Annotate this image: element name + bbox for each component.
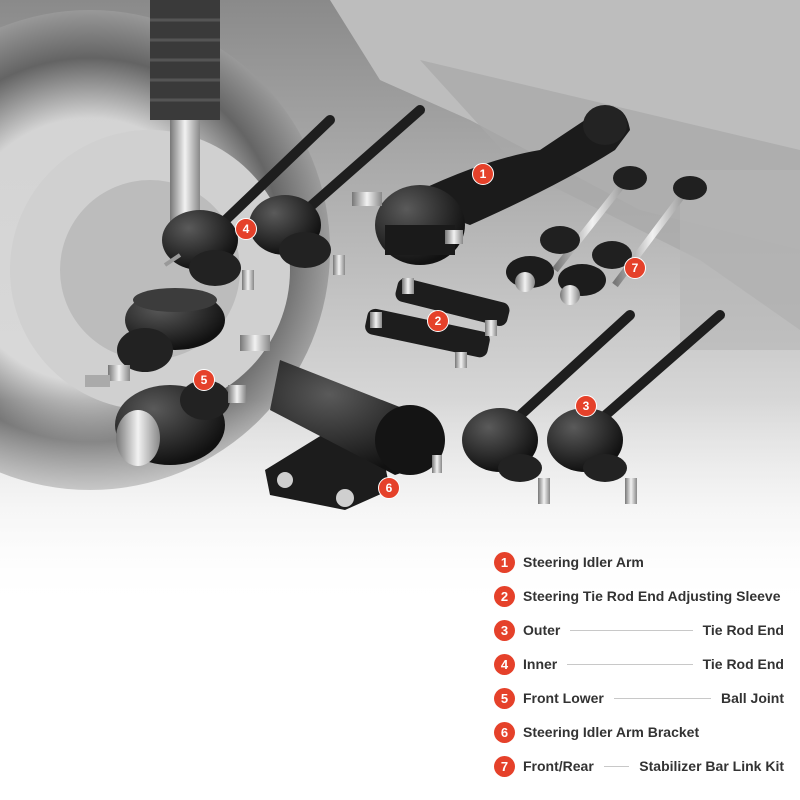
legend-label: Steering Idler Arm Bracket [523, 724, 700, 740]
legend-item-5: 5 Front Lower Ball Joint [494, 686, 784, 710]
legend-label-left: Inner [523, 656, 558, 672]
outer-tie-rod-end-right [547, 310, 725, 504]
legend-label-right: Ball Joint [720, 690, 784, 706]
legend-item-7: 7 Front/Rear Stabilizer Bar Link Kit [494, 754, 784, 778]
legend-divider [567, 663, 693, 665]
steering-idler-arm [352, 105, 630, 265]
callout-2: 2 [427, 310, 449, 332]
front-lower-ball-joint-top [85, 288, 225, 387]
callout-6: 6 [378, 477, 400, 499]
legend-badge: 3 [494, 619, 515, 641]
legend-label-left: Front/Rear [523, 758, 594, 774]
legend-divider [603, 765, 630, 767]
legend-label-left: Front Lower [523, 690, 604, 706]
legend-badge: 1 [494, 551, 515, 573]
inner-tie-rod-end-left [162, 115, 335, 290]
inner-tie-rod-end-right [249, 105, 425, 275]
legend-item-1: 1 Steering Idler Arm [494, 550, 784, 574]
legend-item-3: 3 Outer Tie Rod End [494, 618, 784, 642]
legend-label-right: Tie Rod End [702, 656, 784, 672]
legend-badge: 4 [494, 653, 515, 675]
legend-label: Steering Tie Rod End Adjusting Sleeve [523, 588, 781, 604]
legend-divider [613, 697, 711, 699]
legend-badge: 6 [494, 721, 515, 743]
steering-idler-arm-bracket [240, 335, 445, 510]
callout-3: 3 [575, 395, 597, 417]
legend-label-left: Outer [523, 622, 561, 638]
legend-badge: 7 [494, 755, 515, 777]
legend-label: Steering Idler Arm [523, 554, 644, 570]
legend-divider [570, 629, 693, 631]
legend-label-right: Tie Rod End [702, 622, 784, 638]
legend-item-4: 4 Inner Tie Rod End [494, 652, 784, 676]
callout-7: 7 [624, 257, 646, 279]
legend-item-2: 2 Steering Tie Rod End Adjusting Sleeve [494, 584, 784, 608]
callout-1: 1 [472, 163, 494, 185]
callout-5: 5 [193, 369, 215, 391]
callout-4: 4 [235, 218, 257, 240]
legend-label-right: Stabilizer Bar Link Kit [639, 758, 784, 774]
outer-tie-rod-end-left [462, 310, 635, 504]
front-lower-ball-joint-bottom [115, 380, 246, 466]
tie-rod-adjusting-sleeves [365, 278, 510, 368]
legend-item-6: 6 Steering Idler Arm Bracket [494, 720, 784, 744]
legend-badge: 2 [494, 585, 515, 607]
legend-badge: 5 [494, 687, 515, 709]
